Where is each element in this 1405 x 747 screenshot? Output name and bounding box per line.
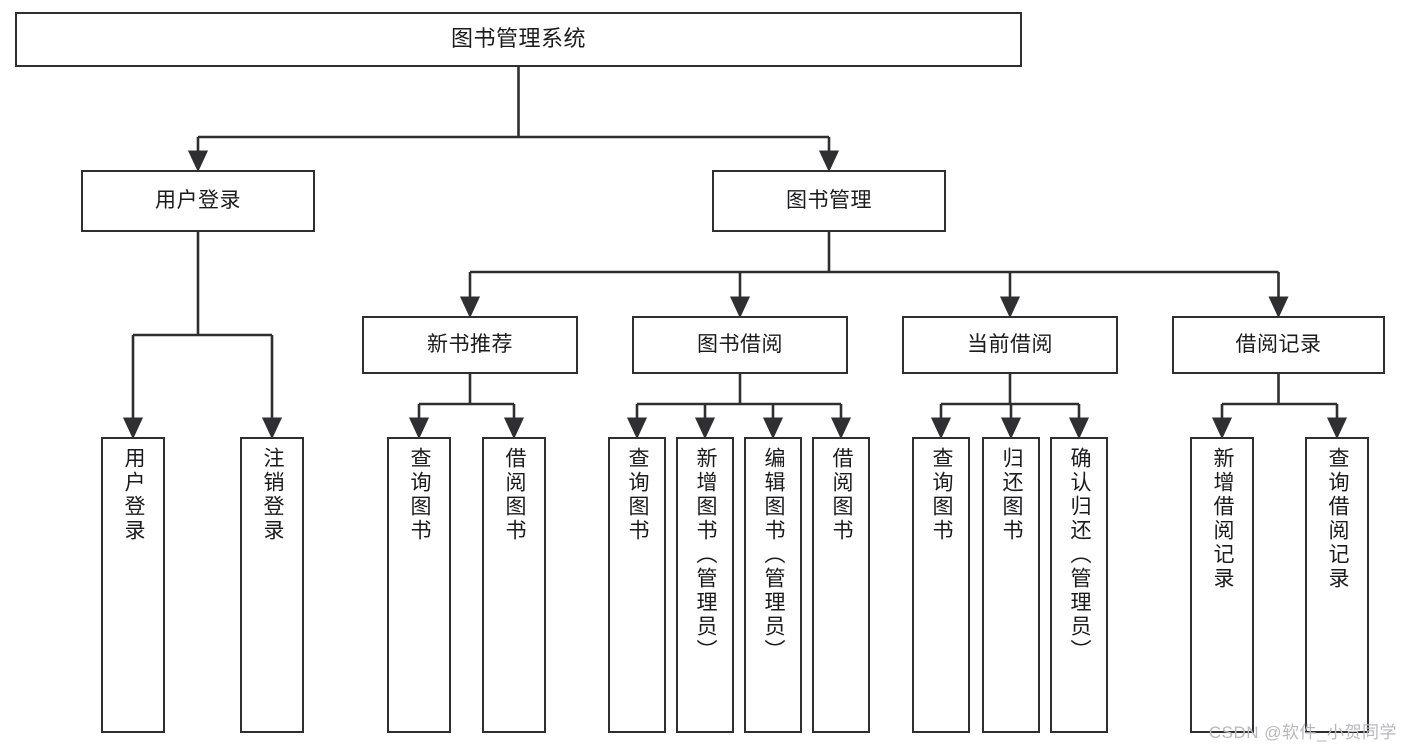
node-leaf-cb-query[interactable]: 查询图书 (912, 437, 970, 733)
node-user-login[interactable]: 用户登录 (81, 170, 315, 232)
node-leaf-bb-add[interactable]: 新增图书（管理员） (676, 437, 734, 733)
node-label: 借阅图书 (830, 447, 854, 543)
node-label: 新增借阅记录 (1211, 447, 1235, 591)
node-label: 查询借阅记录 (1326, 447, 1350, 591)
node-leaf-bb-edit[interactable]: 编辑图书（管理员） (744, 437, 802, 733)
node-label: 借阅图书 (503, 447, 527, 543)
node-leaf-bb-query[interactable]: 查询图书 (608, 437, 666, 733)
node-label: 归还图书 (1000, 447, 1024, 543)
node-label: 用户登录 (122, 447, 146, 543)
node-leaf-user-logout[interactable]: 注销登录 (240, 437, 304, 733)
node-label: 新书推荐 (427, 333, 513, 357)
node-leaf-rec-query[interactable]: 查询图书 (387, 437, 451, 733)
node-label: 新增图书（管理员） (694, 447, 718, 663)
node-label: 图书借阅 (697, 333, 783, 357)
node-label: 查询图书 (408, 447, 432, 543)
csdn-watermark: CSDN @软件_小贺同学 (1208, 723, 1397, 742)
node-leaf-rec-borrow[interactable]: 借阅图书 (482, 437, 546, 733)
node-label: 确认归还（管理员） (1068, 447, 1092, 663)
node-root[interactable]: 图书管理系统 (15, 12, 1022, 67)
node-label: 注销登录 (261, 447, 285, 543)
node-label: 用户登录 (155, 189, 241, 213)
node-leaf-bb-borrow[interactable]: 借阅图书 (812, 437, 870, 733)
node-label: 查询图书 (930, 447, 954, 543)
node-book-manage[interactable]: 图书管理 (712, 170, 946, 232)
node-label: 编辑图书（管理员） (762, 447, 786, 663)
node-label: 查询图书 (626, 447, 650, 543)
node-leaf-cb-return[interactable]: 归还图书 (982, 437, 1040, 733)
node-leaf-cb-confirm[interactable]: 确认归还（管理员） (1050, 437, 1108, 733)
node-label: 图书管理系统 (450, 26, 586, 52)
node-leaf-br-query[interactable]: 查询借阅记录 (1305, 437, 1369, 733)
node-book-borrow[interactable]: 图书借阅 (632, 316, 848, 374)
node-current-borrow[interactable]: 当前借阅 (902, 316, 1118, 374)
node-label: 当前借阅 (967, 333, 1053, 357)
node-new-book-rec[interactable]: 新书推荐 (362, 316, 578, 374)
node-borrow-record[interactable]: 借阅记录 (1172, 316, 1385, 374)
node-leaf-user-login[interactable]: 用户登录 (101, 437, 165, 733)
node-label: 图书管理 (786, 189, 872, 213)
node-leaf-br-add[interactable]: 新增借阅记录 (1190, 437, 1254, 733)
node-label: 借阅记录 (1235, 333, 1322, 357)
